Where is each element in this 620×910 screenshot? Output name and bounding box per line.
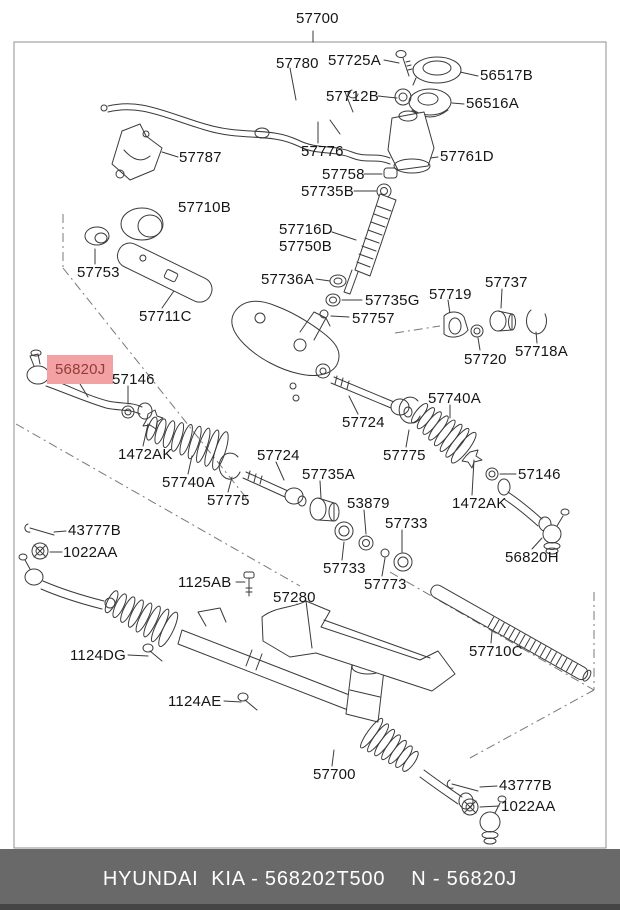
part-label-1124dg[interactable]: 1124DG — [70, 647, 126, 664]
part-label-57700-top[interactable]: 57700 — [296, 10, 339, 27]
part-label-57737[interactable]: 57737 — [485, 274, 528, 291]
sketch-outer-tie-rod-right — [461, 449, 570, 555]
part-label-57780[interactable]: 57780 — [276, 55, 319, 72]
part-label-57773[interactable]: 57773 — [364, 576, 407, 593]
sketch-boot-left — [146, 416, 229, 471]
part-label-1022aa-upper[interactable]: 1022AA — [63, 544, 118, 561]
part-label-57718a[interactable]: 57718A — [515, 343, 568, 360]
sketch-heat-protector — [261, 600, 456, 692]
leader-lines — [49, 30, 543, 808]
sketch-bolts — [142, 571, 258, 711]
footer-catalog-code: HYUNDAI KIA - 568202T500 — [102, 868, 386, 890]
part-label-57758[interactable]: 57758 — [322, 166, 365, 183]
part-label-57146-right[interactable]: 57146 — [518, 466, 561, 483]
sketch-boot-right — [411, 402, 477, 464]
part-label-56820j[interactable]: 56820J — [47, 355, 114, 384]
diagram-border — [13, 41, 607, 849]
part-label-57280[interactable]: 57280 — [273, 589, 316, 606]
part-label-56516a[interactable]: 56516A — [466, 95, 519, 112]
part-label-57761d[interactable]: 57761D — [440, 148, 494, 165]
part-label-57750b[interactable]: 57750B — [279, 238, 332, 255]
part-label-57724-right[interactable]: 57724 — [342, 414, 385, 431]
sketch-mount-bracket — [111, 123, 163, 181]
part-label-57733-lower[interactable]: 57733 — [323, 560, 366, 577]
part-label-57736a[interactable]: 57736A — [261, 271, 314, 288]
part-label-57720[interactable]: 57720 — [464, 351, 507, 368]
part-label-57757[interactable]: 57757 — [352, 310, 395, 327]
footer-bar: HYUNDAI KIA - 568202T500 N - 56820J — [0, 849, 620, 910]
part-label-53879[interactable]: 53879 — [347, 495, 390, 512]
part-label-57735g[interactable]: 57735G — [365, 292, 420, 309]
sketch-right-small-parts — [443, 309, 547, 338]
sketch-pin-nut-upper — [24, 523, 55, 560]
construction-lines — [15, 214, 595, 759]
sketch-clamp-right — [398, 396, 421, 424]
part-label-57710b[interactable]: 57710B — [178, 199, 231, 216]
part-label-43777b-lower[interactable]: 43777B — [499, 777, 552, 794]
part-label-57735b[interactable]: 57735B — [301, 183, 354, 200]
part-label-57711c[interactable]: 57711C — [139, 308, 192, 325]
sketch-rack-bar — [430, 584, 592, 682]
part-label-57712b[interactable]: 57712B — [326, 88, 379, 105]
sketch-valve-group — [376, 50, 462, 199]
part-label-57740a-left[interactable]: 57740A — [162, 474, 215, 491]
sketch-pin-nut-lower — [446, 779, 479, 816]
part-label-1125ab[interactable]: 1125AB — [178, 574, 232, 591]
part-label-57724-left[interactable]: 57724 — [257, 447, 300, 464]
part-label-56820h[interactable]: 56820H — [505, 549, 559, 566]
sketch-inner-rod-right — [315, 363, 413, 418]
part-label-1472ak-left[interactable]: 1472AK — [118, 446, 173, 463]
part-label-57787[interactable]: 57787 — [179, 149, 222, 166]
part-label-57710c[interactable]: 57710C — [469, 643, 523, 660]
part-label-57725a[interactable]: 57725A — [328, 52, 381, 69]
part-label-57735a[interactable]: 57735A — [302, 466, 355, 483]
part-label-1022aa-lower[interactable]: 1022AA — [501, 798, 556, 815]
footer-part-code: N - 56820J — [411, 868, 518, 890]
part-label-57733-upper[interactable]: 57733 — [385, 515, 428, 532]
sketch-outer-tie-rod-left — [26, 349, 164, 430]
part-label-57775-left[interactable]: 57775 — [207, 492, 250, 509]
part-label-43777b-upper[interactable]: 43777B — [68, 522, 121, 539]
part-label-57740a-right[interactable]: 57740A — [428, 390, 481, 407]
sketch-inner-rod-left — [242, 470, 413, 572]
part-label-57146-left[interactable]: 57146 — [112, 371, 155, 388]
part-label-57700-bottom[interactable]: 57700 — [313, 766, 356, 783]
part-label-57719[interactable]: 57719 — [429, 286, 472, 303]
sketch-clamp-left — [218, 452, 241, 480]
sketch-input-shaft — [343, 193, 397, 295]
sketch-bushings-tube — [84, 207, 213, 303]
sketch-gear-housing — [231, 274, 347, 402]
sketch-pipe-assembly — [100, 89, 391, 165]
part-label-57776[interactable]: 57776 — [301, 143, 344, 160]
part-label-56517b[interactable]: 56517B — [480, 67, 533, 84]
part-label-1124ae[interactable]: 1124AE — [168, 693, 222, 710]
part-label-57775-right[interactable]: 57775 — [383, 447, 426, 464]
part-label-57753[interactable]: 57753 — [77, 264, 120, 281]
part-label-1472ak-right[interactable]: 1472AK — [452, 495, 507, 512]
part-label-57716d[interactable]: 57716D — [279, 221, 333, 238]
